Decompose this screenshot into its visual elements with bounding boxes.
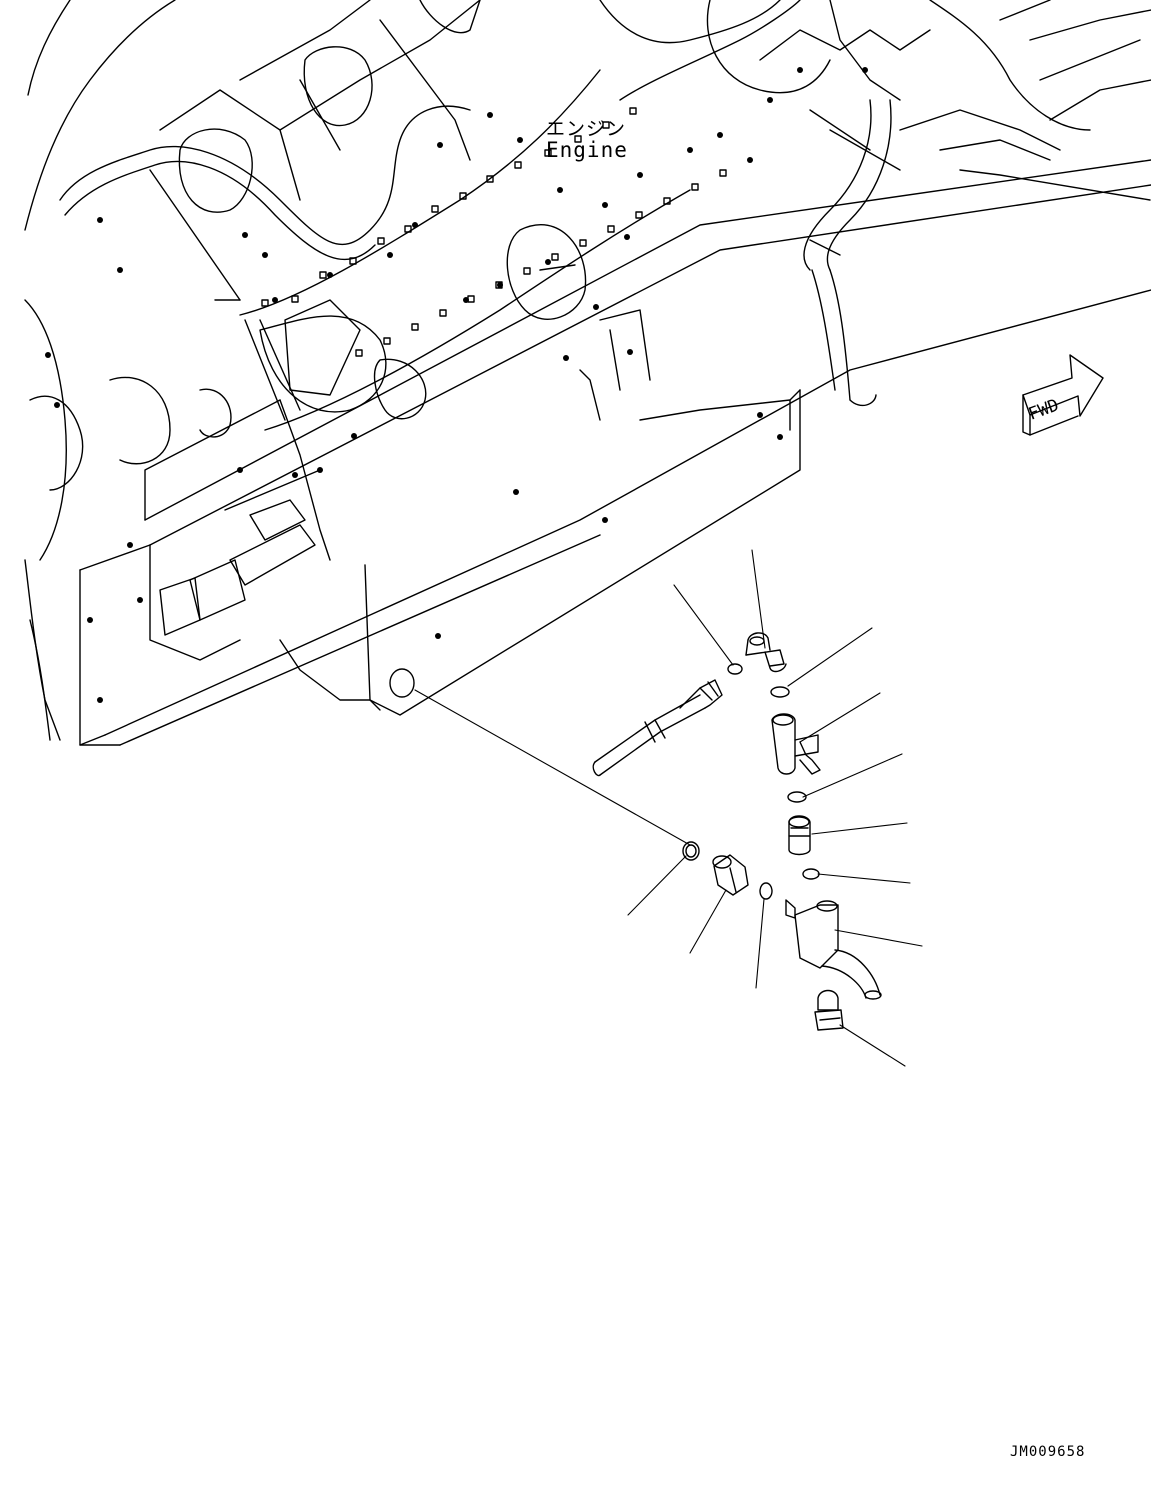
elbow-fitting (746, 633, 786, 672)
engine-label-japanese: エンジン (546, 118, 627, 140)
fwd-label: FWD (1026, 395, 1062, 424)
engine-label-english: Engine (546, 138, 628, 162)
o-rings (683, 664, 819, 899)
leader-lines (415, 550, 922, 1066)
drawing-number: JM009658 (1010, 1444, 1086, 1460)
adapter-fitting (789, 816, 810, 855)
nut-fitting (713, 855, 748, 895)
drain-plug (815, 991, 843, 1031)
drain-valve (786, 900, 881, 999)
tee-valve (772, 714, 820, 774)
drain-hose (593, 680, 722, 776)
engine-assembly (25, 0, 1151, 745)
fwd-arrow-icon: FWD (1023, 355, 1103, 435)
